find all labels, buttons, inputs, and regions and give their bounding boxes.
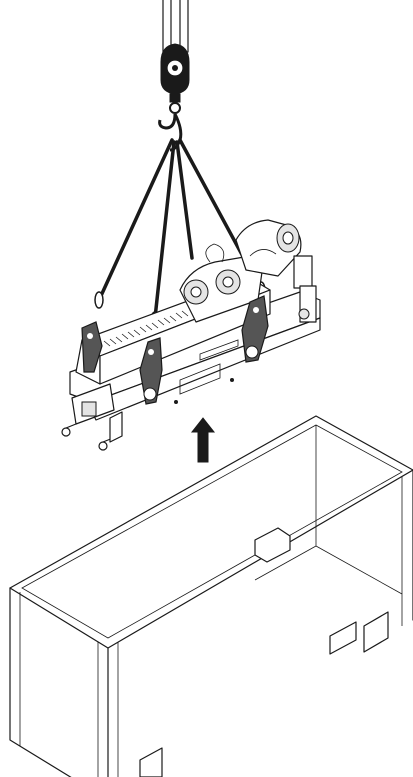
lifting-lugs [81,295,269,405]
machine-unit-icon [61,219,321,451]
front-bracket [61,383,123,451]
crane-rope [162,0,189,53]
side-slot [174,339,239,404]
vent-grille [103,310,189,347]
lift-direction-arrow-icon [190,417,216,463]
shipping-crate-icon [9,415,413,777]
motor-assembly [179,219,317,323]
crane-hook-icon [158,43,190,152]
